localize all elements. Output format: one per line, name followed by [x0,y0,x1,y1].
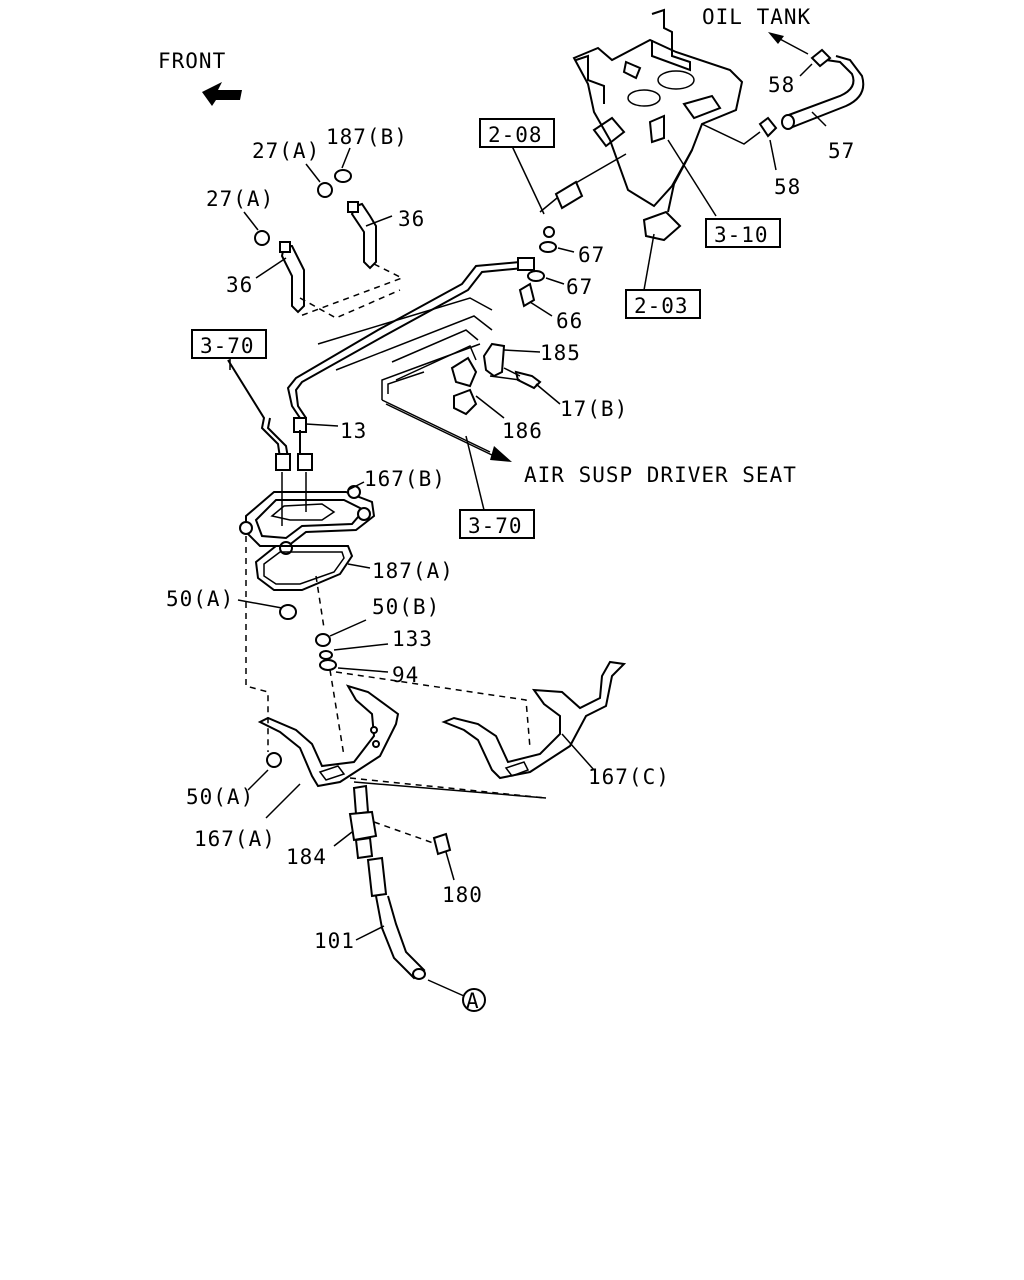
callout-36-left: 36 [226,273,253,297]
pedal-bracket-assembly [572,8,761,242]
ref-box-2-03[interactable]: 2-03 [625,289,701,319]
callout-67-lower: 67 [566,275,593,299]
air-susp-label: AIR SUSP DRIVER SEAT [524,463,797,487]
nut-50a-lower [266,752,282,768]
clip-185 [482,342,506,378]
nut-50b [315,633,331,647]
washer-94 [319,659,337,671]
callout-187b: 187(B) [326,125,408,149]
nut-27a-lower [254,230,270,246]
callout-36-right: 36 [398,207,425,231]
connection-a-marker: A [462,988,486,1013]
frame-rail [317,297,493,381]
bracket-36-right [350,202,377,270]
ref-box-2-03-label: 2-03 [634,294,689,318]
hose-clamp-58-upper [810,48,832,68]
front-label: FRONT [158,49,226,73]
callout-133: 133 [392,627,433,651]
ref-box-3-70-upper[interactable]: 3-70 [191,329,267,359]
ref-box-3-10[interactable]: 3-10 [705,218,781,248]
callout-167c: 167(C) [588,765,670,789]
washer-133 [319,650,333,660]
ref-box-2-08[interactable]: 2-08 [479,118,555,148]
oil-tank-label: OIL TANK [702,5,811,29]
bracket-36-left [280,245,305,314]
callout-94: 94 [392,663,419,687]
callout-67-upper: 67 [578,243,605,267]
union-bolt-66 [518,282,536,308]
fitting-184 [348,784,378,860]
callout-17b: 17(B) [560,397,628,421]
clip-186 [450,356,478,416]
bracket-167a [257,684,400,788]
callout-167b: 167(B) [364,467,446,491]
callout-50a-lower: 50(A) [186,785,254,809]
brake-pipe [286,257,535,431]
callout-57: 57 [828,139,855,163]
callout-66: 66 [556,309,583,333]
callout-186: 186 [502,419,543,443]
callout-27a-lower: 27(A) [206,187,274,211]
brake-pipe-left [227,359,313,471]
washer-67-upper [539,241,557,253]
ref-box-3-70-lower[interactable]: 3-70 [459,509,535,539]
air-susp-arrow-icon [490,446,512,462]
callout-180: 180 [442,883,483,907]
callout-58-lower: 58 [774,175,801,199]
nut-50a-upper [279,604,297,620]
ref-box-3-10-label: 3-10 [714,223,769,247]
nut-27a-upper [317,182,333,198]
ref-box-3-70-lower-label: 3-70 [468,514,523,538]
hose-57 [781,55,865,130]
callout-50b: 50(B) [372,595,440,619]
gasket-187a [254,545,354,591]
callout-184: 184 [286,845,327,869]
cap-187b [334,169,352,183]
callout-185: 185 [540,341,581,365]
callout-13: 13 [340,419,367,443]
connection-a-label: A [466,989,480,1013]
callout-50a-upper: 50(A) [166,587,234,611]
push-rod [539,153,627,238]
air-susp-line [381,343,512,462]
bolt-36-upper [347,201,359,213]
callout-27a-upper: 27(A) [252,139,320,163]
callout-167a: 167(A) [194,827,276,851]
bolt-36-lower [279,241,291,253]
washer-67-lower [527,270,545,282]
ref-box-2-08-label: 2-08 [488,123,543,147]
callout-101: 101 [314,929,355,953]
callout-187a: 187(A) [372,559,454,583]
hose-101 [366,856,426,980]
oil-tank-arrow-icon [768,32,809,55]
callout-58-upper: 58 [768,73,795,97]
hose-clamp-58-lower [758,116,778,138]
ref-box-3-70-upper-label: 3-70 [200,334,255,358]
valve-plate-167b [239,485,376,555]
plug-180 [432,832,452,856]
bracket-167c [441,660,627,780]
front-arrow-icon [202,82,242,106]
